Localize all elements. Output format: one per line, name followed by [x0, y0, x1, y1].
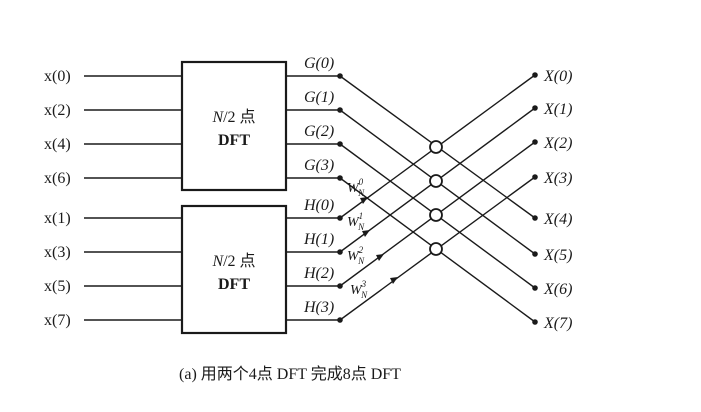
g-label: G(2)	[304, 123, 334, 140]
output-label: X(2)	[543, 135, 572, 152]
output-label: X(6)	[543, 281, 572, 298]
junction-dot	[337, 317, 343, 323]
input-label: x(5)	[44, 278, 71, 295]
adder-node	[429, 174, 443, 188]
junction-dot	[337, 215, 343, 221]
input-label: x(2)	[44, 102, 71, 119]
dft-block-label: N/2 点	[211, 108, 255, 126]
dft-block-box	[180, 204, 288, 335]
block-output-wires	[286, 75, 340, 321]
dft-block-subtitle: DFT	[218, 132, 250, 149]
adder-node	[429, 242, 443, 256]
arrow-icon	[360, 197, 368, 204]
junction-dot	[337, 141, 343, 147]
figure-caption: (a) 用两个4点 DFT 完成8点 DFT	[179, 365, 401, 383]
input-label: x(4)	[44, 136, 71, 153]
output-labels: X(0) X(1) X(2) X(3) X(4) X(5) X(6) X(7)	[543, 68, 572, 332]
output-label: X(4)	[543, 211, 572, 228]
output-dot	[532, 319, 538, 325]
g-label: G(3)	[304, 157, 334, 174]
output-dot	[532, 139, 538, 145]
input-label: x(6)	[44, 170, 71, 187]
junction-dot	[337, 175, 343, 181]
arrow-icon	[376, 254, 384, 261]
h-label: H(2)	[303, 265, 334, 282]
adder-node	[429, 208, 443, 222]
dft-block-bottom: N/2 点 DFT	[180, 204, 288, 335]
intermediate-labels: G(0) G(1) G(2) G(3) H(0) H(1) H(2) H(3)	[303, 55, 334, 316]
junction-dot	[337, 73, 343, 79]
output-label: X(7)	[543, 315, 572, 332]
twiddle-arrows	[360, 197, 398, 284]
arrow-icon	[362, 230, 370, 237]
input-labels: x(0) x(2) x(4) x(6) x(1) x(3) x(5) x(7)	[44, 68, 71, 329]
butterfly-wires	[339, 74, 536, 323]
adder-node	[429, 140, 443, 154]
output-label: X(0)	[543, 68, 572, 85]
input-wires	[84, 75, 182, 321]
output-dot	[532, 285, 538, 291]
junction-dot	[337, 283, 343, 289]
h-label: H(1)	[303, 231, 334, 248]
junction-dot	[337, 249, 343, 255]
output-dot	[532, 72, 538, 78]
adders	[429, 140, 443, 256]
output-dots	[532, 72, 538, 325]
output-label: X(3)	[543, 170, 572, 187]
g-label: G(0)	[304, 55, 334, 72]
dft-block-top: N/2 点 DFT	[180, 60, 288, 192]
input-label: x(0)	[44, 68, 71, 85]
arrow-icon	[390, 277, 398, 284]
junction-dot	[337, 107, 343, 113]
output-dot	[532, 251, 538, 257]
h-label: H(0)	[303, 197, 334, 214]
h-label: H(3)	[303, 299, 334, 316]
output-label: X(1)	[543, 101, 572, 118]
dft-block-label: N/2 点	[211, 252, 255, 270]
output-label: X(5)	[543, 247, 572, 264]
output-dot	[532, 174, 538, 180]
input-label: x(3)	[44, 244, 71, 261]
input-label: x(7)	[44, 312, 71, 329]
input-label: x(1)	[44, 210, 71, 227]
output-dot	[532, 105, 538, 111]
dft-block-box	[180, 60, 288, 192]
dft-block-subtitle: DFT	[218, 276, 250, 293]
g-label: G(1)	[304, 89, 334, 106]
junction-dots	[337, 73, 343, 323]
output-dot	[532, 215, 538, 221]
